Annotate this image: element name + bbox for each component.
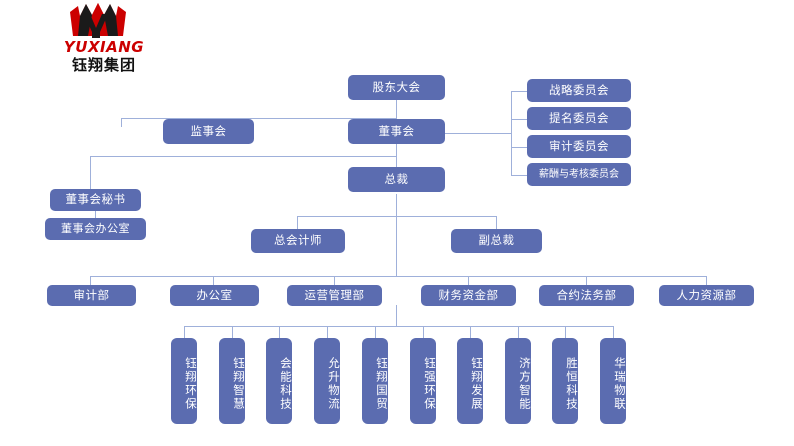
connector-drop-dept-5 [586,276,587,285]
connector-drop-sub-10 [613,326,614,338]
connector-drop-sub-1 [184,326,185,338]
node-supervisory-board[interactable]: 监事会 [163,119,254,144]
connector-drop-dept-1 [90,276,91,285]
node-board-of-directors[interactable]: 董事会 [348,119,445,144]
connector-secretary-office [95,207,96,218]
node-shareholders-meeting[interactable]: 股东大会 [348,75,445,100]
node-subsidiary-yuxiang-guomao[interactable]: 钰翔国贸 [362,338,389,424]
node-president[interactable]: 总裁 [348,167,445,192]
connector-bus-supervisory [121,118,397,119]
node-subsidiary-shengheng-keji[interactable]: 胜恒科技 [552,338,579,424]
node-committee-nomination[interactable]: 提名委员会 [527,107,631,130]
connector-drop-sub-3 [279,326,280,338]
connector-drop-dept-2 [213,276,214,285]
connector-drop-sub-2 [232,326,233,338]
connector-president-secretary-bus [90,156,396,157]
node-committee-strategy[interactable]: 战略委员会 [527,79,631,102]
connector-committee-4 [511,175,527,176]
yuxiang-crown-icon [70,3,126,38]
connector-drop-dept-4 [468,276,469,285]
node-department-audit[interactable]: 审计部 [47,285,136,306]
node-department-hr[interactable]: 人力资源部 [659,285,754,306]
connector-board-president [396,144,397,167]
connector-drop-chief-accountant [297,216,298,229]
connector-drop-sub-8 [518,326,519,338]
connector-drop-sub-7 [470,326,471,338]
connector-committee-spine [511,91,512,176]
connector-shareholders-board [396,100,397,118]
node-chief-accountant[interactable]: 总会计师 [251,229,345,253]
node-board-secretary[interactable]: 董事会秘书 [50,189,141,211]
node-department-legal[interactable]: 合约法务部 [539,285,634,306]
connector-committee-1 [511,91,527,92]
connector-drop-dept-3 [334,276,335,285]
connector-spine-subsidiary [396,305,397,326]
node-subsidiary-yunsheng-wuliu[interactable]: 允升物流 [314,338,341,424]
logo-company-name: 钰翔集团 [71,56,136,74]
node-committee-audit[interactable]: 审计委员会 [527,135,631,158]
node-subsidiary-jifang-zhineng[interactable]: 济方智能 [505,338,532,424]
connector-department-bus [90,276,706,277]
connector-drop-sub-5 [375,326,376,338]
node-department-operations[interactable]: 运营管理部 [287,285,382,306]
node-department-finance[interactable]: 财务资金部 [421,285,516,306]
connector-board-committee-bus [440,133,511,134]
connector-drop-sub-9 [565,326,566,338]
node-subsidiary-yuxiang-zhihui[interactable]: 钰翔智慧 [219,338,246,424]
connector-president-spine [396,216,397,276]
connector-subsidiary-bus [184,326,613,327]
node-subsidiary-yuxiang-huanbao[interactable]: 钰翔环保 [171,338,198,424]
node-subsidiary-yuxiang-fazhan[interactable]: 钰翔发展 [457,338,484,424]
node-board-office[interactable]: 董事会办公室 [45,218,146,240]
node-department-office[interactable]: 办公室 [170,285,259,306]
connector-drop-supervisory [121,118,122,127]
node-subsidiary-huineng-keji[interactable]: 会能科技 [266,338,293,424]
connector-committee-2 [511,119,527,120]
logo-wordmark: YUXIANG [63,38,145,56]
company-logo: YUXIANG 钰翔集团 [44,2,164,74]
connector-drop-secretary [90,156,91,189]
connector-drop-sub-4 [327,326,328,338]
connector-drop-sub-6 [423,326,424,338]
node-subsidiary-yuqiang-huanbao[interactable]: 钰强环保 [410,338,437,424]
node-vice-president[interactable]: 副总裁 [451,229,542,253]
node-subsidiary-huarui-wulian[interactable]: 华瑞物联 [600,338,627,424]
connector-president-down [396,194,397,216]
connector-committee-3 [511,147,527,148]
connector-drop-vice-president [496,216,497,229]
node-committee-compensation[interactable]: 薪酬与考核委员会 [527,163,631,186]
connector-drop-dept-6 [706,276,707,285]
